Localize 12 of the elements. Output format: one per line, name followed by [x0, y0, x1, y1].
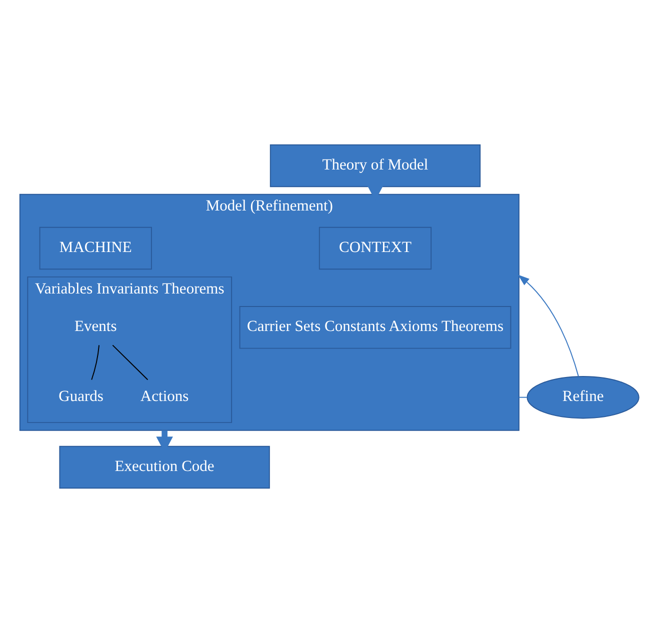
node-text: Actions — [140, 388, 189, 405]
node-box: MACHINE — [39, 226, 152, 270]
node-box: Carrier Sets Constants Axioms Theorems — [239, 306, 512, 348]
node-ellipse: Refine — [526, 375, 640, 418]
node-text: Guards — [58, 388, 104, 405]
node-box: CONTEXT — [318, 226, 432, 270]
connector — [91, 344, 100, 380]
arrow — [518, 274, 579, 376]
node-text: Events — [74, 318, 117, 335]
connector — [112, 344, 148, 380]
node-box: Execution Code — [59, 445, 270, 488]
connector — [518, 396, 528, 398]
